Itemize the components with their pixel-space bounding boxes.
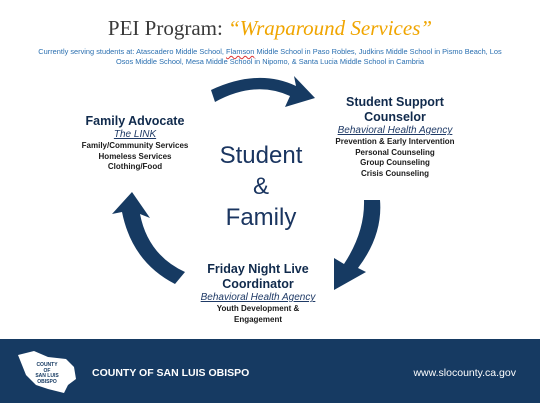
county-name: COUNTY OF SAN LUIS OBISPO — [92, 367, 250, 379]
friday-night-item: Engagement — [233, 314, 282, 324]
student-support-item: Group Counseling — [360, 158, 430, 167]
family-advocate-item: Clothing/Food — [107, 162, 163, 171]
student-support-block: Student Support Counselor Behavioral Hea… — [310, 95, 480, 179]
county-logo-text: COUNTY OF SAN LUIS OBISPO — [30, 362, 64, 385]
family-advocate-block: Family Advocate The LINK Family/Communit… — [55, 114, 215, 173]
serving-flamson: Flamson — [226, 47, 255, 56]
friday-night-title-2: Coordinator — [222, 277, 294, 291]
friday-night-title-1: Friday Night Live — [207, 262, 309, 276]
logo-line: COUNTY — [36, 362, 58, 368]
title-accent: “Wraparound Services” — [228, 16, 433, 40]
student-support-item: Crisis Counseling — [360, 168, 429, 178]
family-advocate-item: Family/Community Services — [81, 141, 189, 150]
student-support-item: Personal Counseling — [355, 147, 435, 157]
center-line-ampersand: & — [252, 173, 269, 200]
family-advocate-title: Family Advocate — [85, 114, 185, 128]
serving-part1: Currently serving students at: Atascader… — [38, 47, 227, 56]
friday-night-live-block: Friday Night Live Coordinator Behavioral… — [178, 262, 338, 325]
arrow-top — [211, 76, 315, 107]
county-logo-icon — [18, 351, 76, 393]
student-support-item: Prevention & Early Intervention — [335, 137, 455, 146]
student-support-title-1: Student Support — [346, 95, 444, 109]
family-advocate-item: Homeless Services — [98, 151, 172, 161]
title-main: PEI Program: — [107, 16, 229, 40]
page-title: PEI Program: “Wraparound Services” — [0, 16, 540, 41]
logo-line: OBISPO — [37, 378, 57, 385]
serving-part2: Middle School in Paso Robles, Judkins Mi… — [115, 47, 502, 66]
friday-night-item: Youth Development & — [216, 304, 300, 313]
friday-night-agency: Behavioral Health Agency — [200, 292, 316, 303]
arrow-right — [334, 200, 381, 290]
center-label: Student & Family — [186, 140, 336, 233]
student-support-agency: Behavioral Health Agency — [337, 125, 453, 136]
logo-line: OF — [43, 367, 51, 374]
center-line-family: Family — [225, 204, 297, 231]
arrow-left — [112, 192, 185, 284]
website-link[interactable]: www.slocounty.ca.gov — [413, 367, 516, 379]
logo-line: SAN LUIS — [35, 373, 59, 379]
serving-schools-text: Currently serving students at: Atascader… — [30, 47, 510, 67]
family-advocate-agency: The LINK — [113, 129, 157, 140]
center-line-student: Student — [219, 142, 303, 169]
student-support-title-2: Counselor — [364, 110, 426, 124]
footer-bar: COUNTY OF SAN LUIS OBISPO COUNTY OF SAN … — [0, 339, 540, 403]
